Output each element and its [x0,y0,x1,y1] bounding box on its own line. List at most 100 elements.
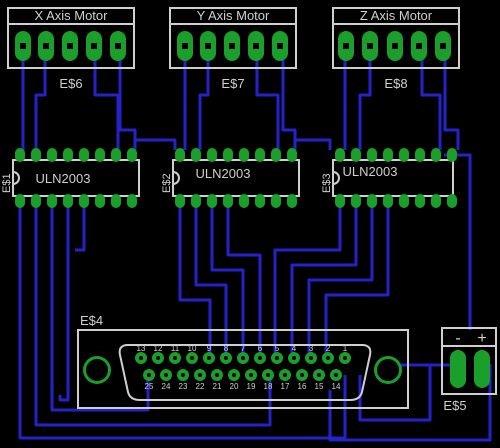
pin-hole [258,356,262,360]
pin-hole [147,373,151,377]
pin-hole [241,356,245,360]
pin-number: 17 [281,382,290,391]
pin-hole [275,356,279,360]
trace [324,200,390,355]
pin-row-bottom [175,194,297,208]
hole [91,43,97,49]
motor-title: Y Axis Motor [197,8,270,23]
motor-connector-x: X Axis Motor E$6 [7,7,135,91]
pin-hole [300,373,304,377]
trace [281,45,297,150]
trace [58,200,70,402]
pin-hole [249,373,253,377]
pin-number: 20 [230,382,239,391]
pin-hole [309,356,313,360]
hole [67,43,73,49]
pin-number: 16 [298,382,307,391]
pin-number: 1 [343,344,348,353]
trace [226,200,262,355]
pin-hole [139,356,143,360]
connector-ref: E$4 [80,313,103,328]
pin-row-top [15,148,137,162]
trace [307,200,374,355]
chip-ref: E$2 [161,173,173,193]
pin-hole [207,356,211,360]
pin-hole [173,356,177,360]
pin-row-top [175,148,297,162]
motor-ref: E$6 [59,76,82,91]
hole [440,43,446,49]
trace [34,200,272,427]
trace [178,200,212,355]
trace [210,200,245,355]
mount-hole-left [83,356,111,384]
pin-row-top [335,148,457,162]
pad-row [177,31,288,61]
chip-ref: E$1 [1,173,13,193]
pin-hole [215,373,219,377]
plus-label: + [477,330,486,347]
trace [358,45,372,150]
trace [420,45,442,150]
pin-number: 7 [241,344,246,353]
trace [18,200,347,440]
pin-number: 3 [309,344,314,353]
pin-number: 10 [188,344,197,353]
motor-ref: E$7 [221,76,244,91]
hole [20,43,26,49]
pin-hole [266,373,270,377]
chip-ref: E$3 [321,173,333,193]
pin-number: 13 [137,344,146,353]
motor-connector-y: Y Axis Motor E$7 [169,7,297,91]
power-connector: - + E$5 [441,327,497,413]
pin-hole [334,373,338,377]
hole [253,43,259,49]
motor-title: X Axis Motor [35,8,109,23]
pin-hole [232,373,236,377]
chip-part: ULN2003 [196,166,251,181]
pin-hole [292,356,296,360]
trace [290,200,358,355]
trace [198,45,210,150]
hole [182,43,188,49]
hole [43,43,49,49]
trace [118,45,137,150]
motor-title: Z Axis Motor [360,8,433,23]
pin-hole [317,373,321,377]
connector-ref: E$5 [443,398,466,413]
pin-hole [283,373,287,377]
traces [18,45,492,442]
pin-number: 12 [154,344,163,353]
pin-hole [181,373,185,377]
trace [444,153,472,330]
trace [255,45,280,150]
pin-hole [156,356,160,360]
pin-hole [190,356,194,360]
pin-hole [198,373,202,377]
pin-hole [343,356,347,360]
pin-number: 14 [332,382,341,391]
power-pad [474,350,490,388]
driver-chip-1: ULN2003 E$1 [1,148,140,208]
hole [416,43,422,49]
pin-row-bottom [15,194,137,208]
pin-number: 9 [207,344,212,353]
trace [293,138,332,150]
pin-row-bottom [335,194,457,208]
trace [34,45,47,150]
chip-part: ULN2003 [343,164,398,179]
pin-number: 6 [258,344,263,353]
pad-row [15,31,126,61]
driver-chip-2: ULN2003 E$2 [161,148,300,208]
trace [133,138,177,150]
pin-number: 19 [247,382,256,391]
pad-row [338,31,451,61]
trace [273,200,342,355]
pin-number: 11 [171,344,180,353]
pin-number: 25 [145,382,154,391]
pin-hole [224,356,228,360]
trace [93,45,120,150]
pin-number: 24 [162,382,171,391]
